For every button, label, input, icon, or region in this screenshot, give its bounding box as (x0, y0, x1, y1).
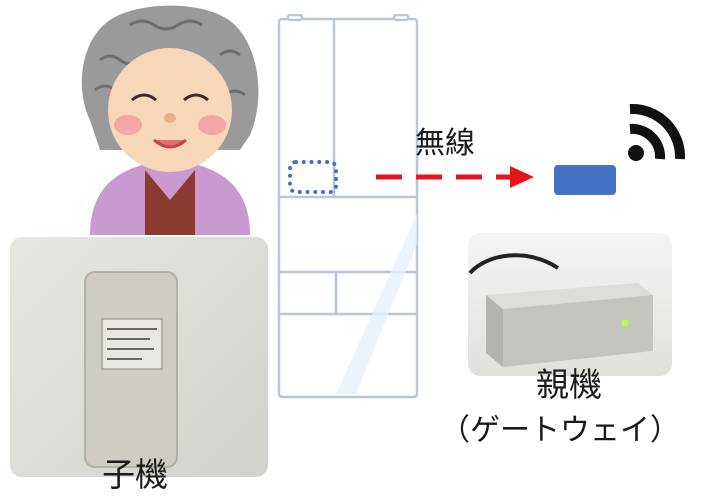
child-unit-photo (10, 237, 268, 477)
elderly-woman-illustration (81, 5, 259, 235)
gateway-label: （ゲートウェイ） (440, 413, 680, 448)
wireless-label: 無線 (415, 126, 475, 161)
gateway-box-icon (554, 165, 616, 195)
sensor-device-icon (84, 271, 178, 468)
sensor-location-marker (288, 160, 338, 194)
gateway-photo (468, 233, 672, 376)
child-unit-label: 子機 (102, 455, 168, 494)
refrigerator-illustration (277, 14, 419, 399)
parent-unit-label: 親機 (536, 365, 602, 404)
wireless-arrow (376, 166, 534, 188)
wifi-signal-icon (628, 103, 686, 161)
gateway-device-icon (468, 253, 653, 367)
